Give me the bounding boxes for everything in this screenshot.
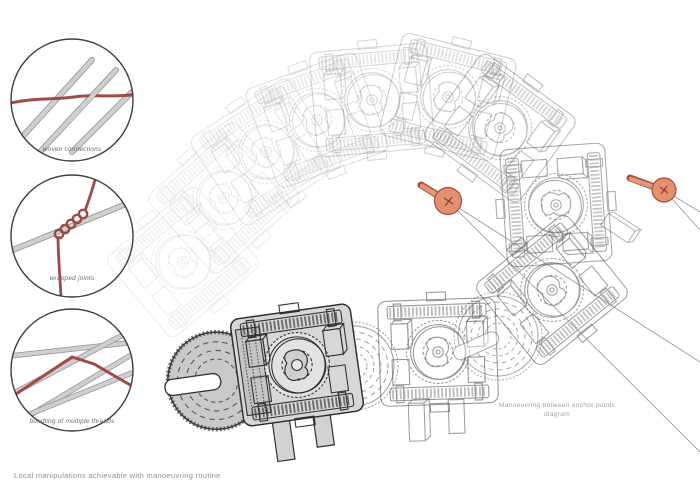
inset-caption-woven: woven connections	[42, 146, 102, 153]
inset-wrapped-joints	[10, 174, 134, 298]
rods	[11, 57, 133, 157]
red-thread	[11, 355, 133, 404]
inset-caption-wrapped: wrapped joints	[49, 275, 95, 282]
thread-coil	[53, 208, 89, 240]
footer-caption: Local manipulations achievable with mano…	[14, 471, 221, 480]
rods	[11, 327, 133, 423]
inset-caption-bundling: bundling of multiple threads	[29, 418, 115, 425]
active-module	[164, 296, 370, 463]
maneuvering-caption: Manoeuvring between anchor points diagra…	[477, 401, 637, 419]
anchor-pin-icon	[417, 181, 463, 216]
red-thread	[11, 92, 133, 106]
support-legs	[270, 409, 336, 463]
inset-bundling-threads	[10, 308, 134, 432]
maneuvering-caption-line2: diagram	[544, 411, 570, 418]
maneuvering-caption-line1: Manoeuvring between anchor points	[498, 402, 616, 409]
ghost-module-arc	[99, 25, 635, 374]
anchor-pin-icon	[626, 174, 677, 203]
inset-woven-connections	[10, 38, 134, 162]
bracket-piece	[600, 211, 643, 244]
